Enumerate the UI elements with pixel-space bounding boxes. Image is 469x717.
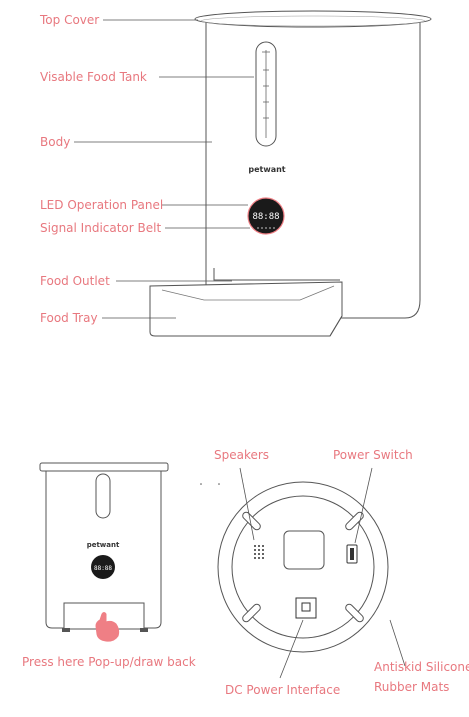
led-display: 88:88 (252, 212, 279, 222)
food-tray (149, 281, 343, 337)
hand-press-icon (95, 612, 120, 642)
leader-antiskid (389, 619, 406, 667)
label-power-switch: Power Switch (333, 448, 413, 462)
front-view-tank-window (95, 473, 111, 519)
label-dc-power: DC Power Interface (225, 683, 341, 697)
brand-logo-top: petwant (248, 165, 285, 174)
feeder-main-illustration: petwant 88:88 (149, 10, 432, 337)
top-leader-lines (74, 19, 254, 319)
label-top-cover: Top Cover (40, 13, 100, 27)
leader-power-switch (354, 467, 373, 544)
label-food-tray: Food Tray (40, 311, 98, 325)
decor-dot (200, 483, 202, 485)
food-outlet (213, 268, 340, 281)
label-speakers: Speakers (214, 448, 270, 462)
led-buttons (257, 227, 275, 229)
label-signal-belt: Signal Indicator Belt (40, 221, 162, 235)
dc-power-port-inner (301, 602, 311, 612)
top-cover-rim (200, 15, 426, 27)
speaker-grille-icon (254, 545, 264, 559)
tank-scale-ticks (262, 51, 270, 119)
power-switch-toggle (350, 548, 354, 560)
label-antiskid-line1: Antiskid Silicone (374, 660, 469, 674)
label-antiskid-line2: Rubber Mats (374, 680, 450, 694)
front-view-led-display: 88:88 (94, 565, 112, 572)
decor-dot (218, 483, 220, 485)
feeder-body (205, 22, 421, 319)
label-food-tank: Visable Food Tank (40, 70, 147, 84)
rubber-mats (242, 511, 364, 623)
food-tray-inner (161, 285, 335, 301)
rubber-mat (345, 603, 364, 623)
front-view-led-panel (91, 555, 115, 579)
front-view-foot-right (140, 628, 148, 632)
dc-power-port (295, 597, 317, 619)
feeder-underside-view (200, 481, 389, 653)
front-view-cover (39, 462, 169, 472)
leader-speakers (239, 467, 255, 541)
top-cover (194, 10, 432, 28)
rubber-mat (242, 511, 261, 531)
brand-logo-front: petwant (87, 541, 120, 549)
label-body: Body (40, 135, 71, 149)
feeder-front-view: petwant 88:88 (39, 462, 169, 642)
underside-center-plate (283, 530, 325, 570)
signal-indicator-belt (247, 197, 285, 235)
bottom-leader-lines (239, 467, 406, 679)
front-view-foot-left (62, 628, 70, 632)
leader-dc-power (279, 619, 304, 679)
label-led-panel: LED Operation Panel (40, 198, 164, 212)
label-food-outlet: Food Outlet (40, 274, 110, 288)
food-tray-edge (329, 315, 343, 337)
rubber-mat (345, 511, 364, 531)
led-panel (248, 198, 284, 234)
rubber-mat (242, 603, 261, 623)
caption-press-here: Press here Pop-up/draw back (22, 655, 196, 669)
